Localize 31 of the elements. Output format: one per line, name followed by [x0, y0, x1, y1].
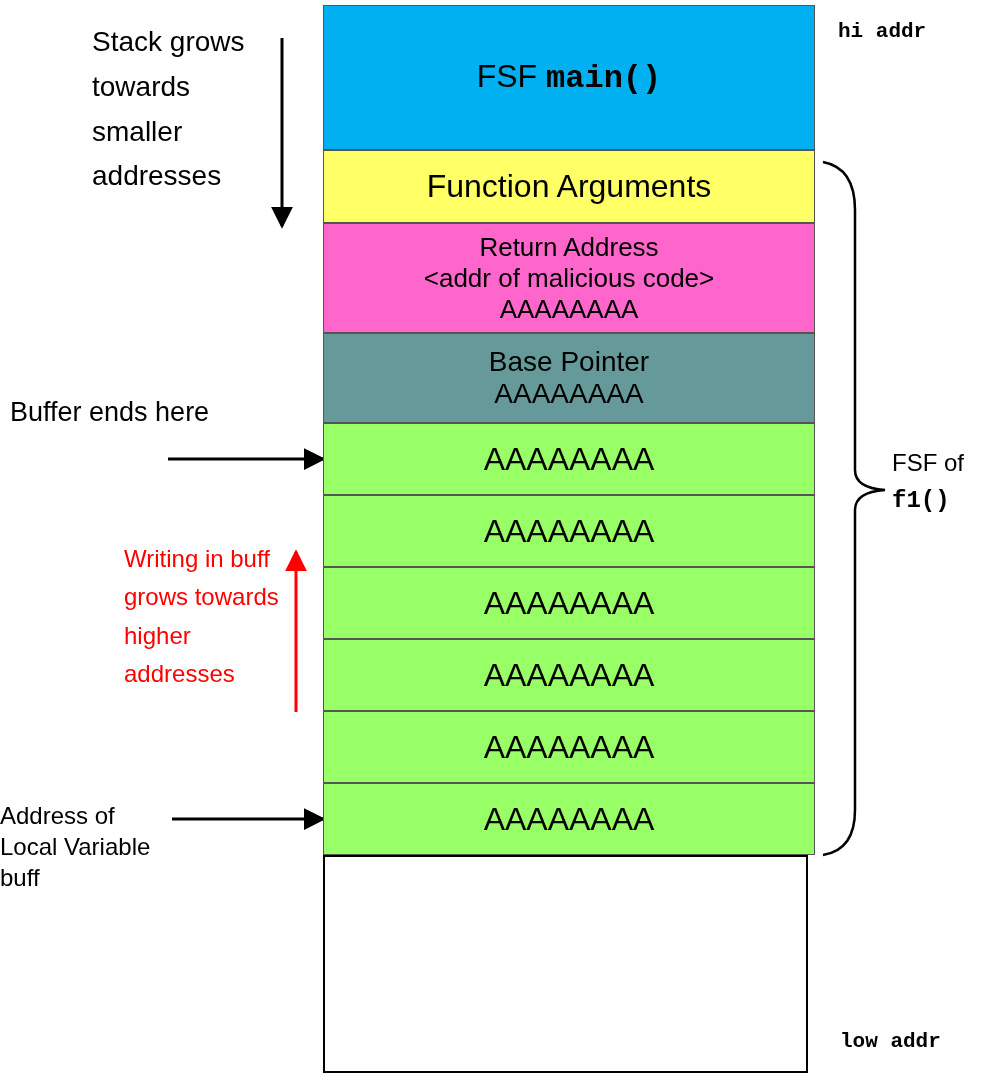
- stack-frame-cell: [323, 639, 815, 711]
- cell-text: Base Pointer: [488, 346, 650, 378]
- cell-text: AAAAAAAA: [483, 512, 655, 550]
- stack-frame-cell: [323, 423, 815, 495]
- stack-frame-cell: [323, 150, 815, 223]
- cell-text: AAAAAAAA: [483, 656, 655, 694]
- cell-text: FSF main(): [476, 58, 662, 97]
- stack-frame-cell: [323, 567, 815, 639]
- stack-frame-cell: [323, 223, 815, 333]
- cell-text: AAAAAAAA: [483, 728, 655, 766]
- cell-text: AAAAAAAA: [494, 378, 644, 410]
- cell-text: AAAAAAAA: [483, 440, 655, 478]
- cell-text: AAAAAAAA: [499, 293, 639, 325]
- stack-frame-cell: [323, 783, 815, 855]
- cell-text: AAAAAAAA: [483, 584, 655, 622]
- cell-text: <addr of malicious code>: [423, 262, 715, 294]
- cell-text: AAAAAAAA: [483, 800, 655, 838]
- stack-frame-cell: [323, 5, 815, 150]
- stack-frame-cell: [323, 495, 815, 567]
- address-label: hi addr: [838, 20, 928, 43]
- frame-label: FSF of f1(): [892, 448, 965, 516]
- stack-frame-cell: [323, 333, 815, 423]
- annotation-text: Stack grows towards smaller addresses: [92, 25, 246, 194]
- stack-region: [323, 855, 808, 1073]
- annotation-text: Address of Local Variable buff: [0, 800, 170, 894]
- address-label: low addr: [840, 1030, 942, 1053]
- stack-frame-cell: [323, 711, 815, 783]
- cell-text: Function Arguments: [426, 168, 712, 205]
- annotation-text: Buffer ends here: [10, 395, 280, 431]
- annotation-text: Writing in buff grows towards higher addresses: [124, 544, 280, 690]
- cell-text: Return Address: [479, 231, 659, 263]
